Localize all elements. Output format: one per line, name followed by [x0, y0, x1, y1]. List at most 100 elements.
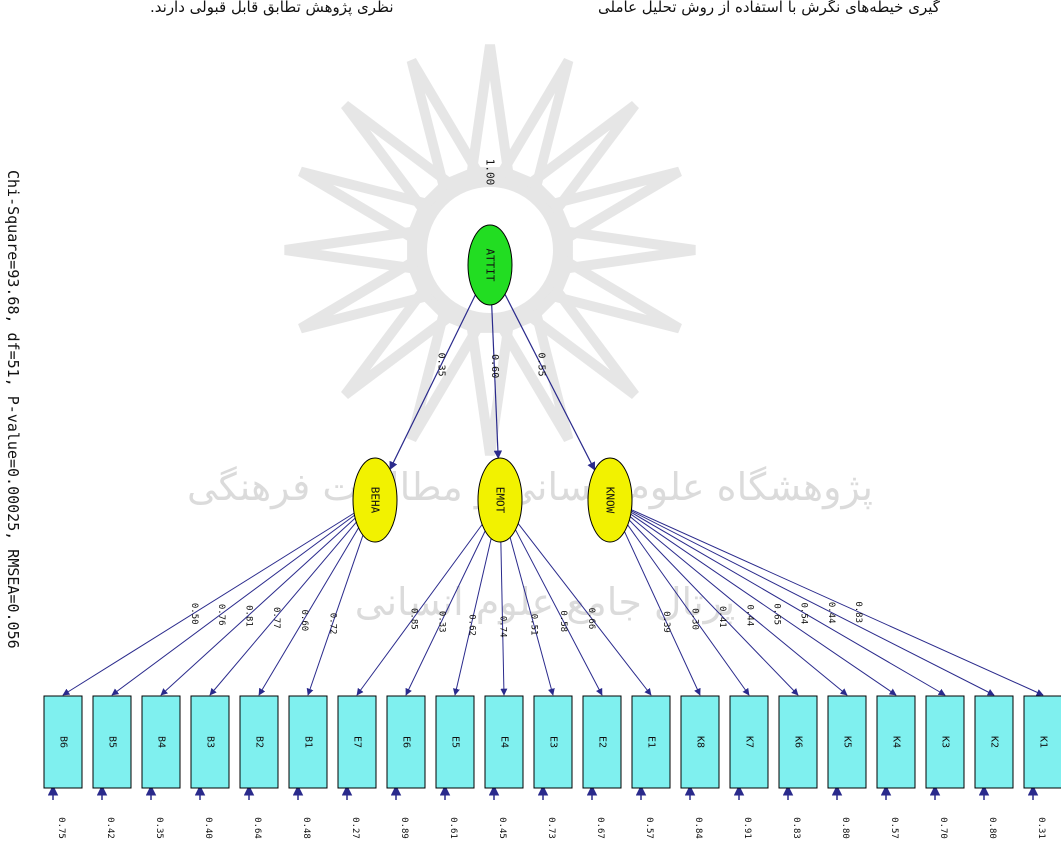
path-emot-e6: [405, 530, 486, 696]
error-k2: 0.80: [987, 817, 997, 839]
watermark-text-upper: پژوهشگاه علوم انسانی و مطالعات فرهنگی: [187, 465, 873, 510]
error-b4: 0.35: [154, 817, 164, 839]
emot-label: EMOT: [494, 487, 507, 514]
error-e4: 0.45: [497, 817, 507, 839]
error-e7: 0.27: [350, 817, 360, 839]
indicator-k2: K2: [974, 695, 1014, 789]
path-attit-emot: [491, 304, 503, 459]
indicator-label: K7: [744, 736, 755, 748]
indicator-b5: B5: [92, 695, 132, 789]
loading-k3: 0.54: [799, 602, 809, 624]
loading-e4: 0.74: [498, 616, 508, 638]
indicator-e6: E6: [386, 695, 426, 789]
indicator-box: [778, 695, 818, 789]
indicator-box: [92, 695, 132, 789]
indicator-label: K1: [1038, 736, 1049, 748]
indicator-box: [680, 695, 720, 789]
path-know-k4: [630, 513, 897, 696]
path-emot-e4: [500, 541, 508, 696]
caption-left: نظری پژوهش تطابق قابل قبولی دارند.: [150, 0, 394, 16]
error-k7: 0.91: [742, 817, 752, 839]
indicator-k1: K1: [1023, 695, 1061, 789]
indicator-box: [239, 695, 279, 789]
indicator-k5: K5: [827, 695, 867, 789]
beha-label: BEHA: [369, 487, 382, 514]
watermark-petal: [298, 166, 432, 245]
path-emot-e1: [517, 523, 652, 696]
loading-e6: 0.33: [437, 611, 447, 633]
loading-k5: 0.44: [744, 604, 754, 626]
loading-know: 0.55: [535, 353, 546, 377]
path-emot-e5: [453, 538, 492, 696]
error-k4: 0.57: [889, 817, 899, 839]
watermark-logo: [284, 44, 696, 456]
indicator-label: B3: [205, 736, 216, 748]
indicator-label: E1: [646, 736, 657, 748]
error-e6: 0.89: [399, 817, 409, 839]
loading-e2: 0.58: [558, 610, 568, 632]
loading-b1: 0.72: [328, 613, 338, 635]
indicator-box: [484, 695, 524, 789]
indicator-box: [141, 695, 181, 789]
watermark-petal: [406, 308, 485, 442]
indicator-box: [533, 695, 573, 789]
loading-k1: 0.83: [853, 601, 863, 623]
indicator-box: [631, 695, 671, 789]
loading-b3: 0.77: [271, 607, 281, 629]
attit-variance: 1.00: [484, 159, 497, 186]
indicator-box: [729, 695, 769, 789]
indicator-box: [288, 695, 328, 789]
indicator-box: [386, 695, 426, 789]
watermark-petal: [406, 58, 485, 192]
loading-e1: 0.66: [586, 608, 596, 630]
path-know-k7: [627, 524, 750, 696]
know-label: KNOW: [604, 487, 617, 514]
indicator-e7: E7: [337, 695, 377, 789]
watermark-petal: [298, 255, 432, 334]
indicator-e5: E5: [435, 695, 475, 789]
path-know-k3: [630, 511, 946, 696]
indicator-b3: B3: [190, 695, 230, 789]
watermark-petal: [341, 284, 456, 399]
watermark-petal: [465, 322, 515, 456]
indicator-box: [876, 695, 916, 789]
path-attit-beha: [389, 294, 476, 471]
loading-e3: 0.51: [529, 614, 539, 636]
indicator-box: [925, 695, 965, 789]
watermark-petal: [341, 101, 456, 216]
paths-layer: [47, 294, 1044, 800]
error-b6: 0.75: [56, 817, 66, 839]
error-k3: 0.70: [938, 817, 948, 839]
path-know-k5: [629, 516, 848, 696]
node-know: KNOW: [587, 457, 633, 543]
path-know-k2: [631, 510, 995, 696]
indicator-box: [1023, 695, 1061, 789]
attit-label: ATTIT: [484, 248, 497, 281]
loading-k8: 0.39: [661, 611, 671, 633]
indicator-k4: K4: [876, 695, 916, 789]
indicator-label: K3: [940, 736, 951, 748]
indicator-label: K4: [891, 736, 902, 748]
error-k5: 0.80: [840, 817, 850, 839]
indicator-b6: B6: [43, 695, 83, 789]
indicator-k7: K7: [729, 695, 769, 789]
loading-b5: 0.76: [216, 604, 226, 626]
indicator-box: [337, 695, 377, 789]
path-beha-b5: [111, 514, 355, 696]
indicator-label: E7: [352, 736, 363, 748]
watermark-petal: [524, 284, 639, 399]
indicator-b1: B1: [288, 695, 328, 789]
error-e3: 0.73: [546, 817, 556, 839]
indicator-box: [827, 695, 867, 789]
watermark-petal: [524, 101, 639, 216]
indicator-label: B2: [254, 736, 265, 748]
path-beha-b6: [62, 512, 355, 696]
attit-ellipse: [467, 224, 513, 306]
loading-beha: 0.35: [436, 353, 447, 377]
loading-b4: 0.81: [243, 605, 253, 627]
indicator-b2: B2: [239, 695, 279, 789]
loading-emot: 0.60: [489, 354, 500, 378]
